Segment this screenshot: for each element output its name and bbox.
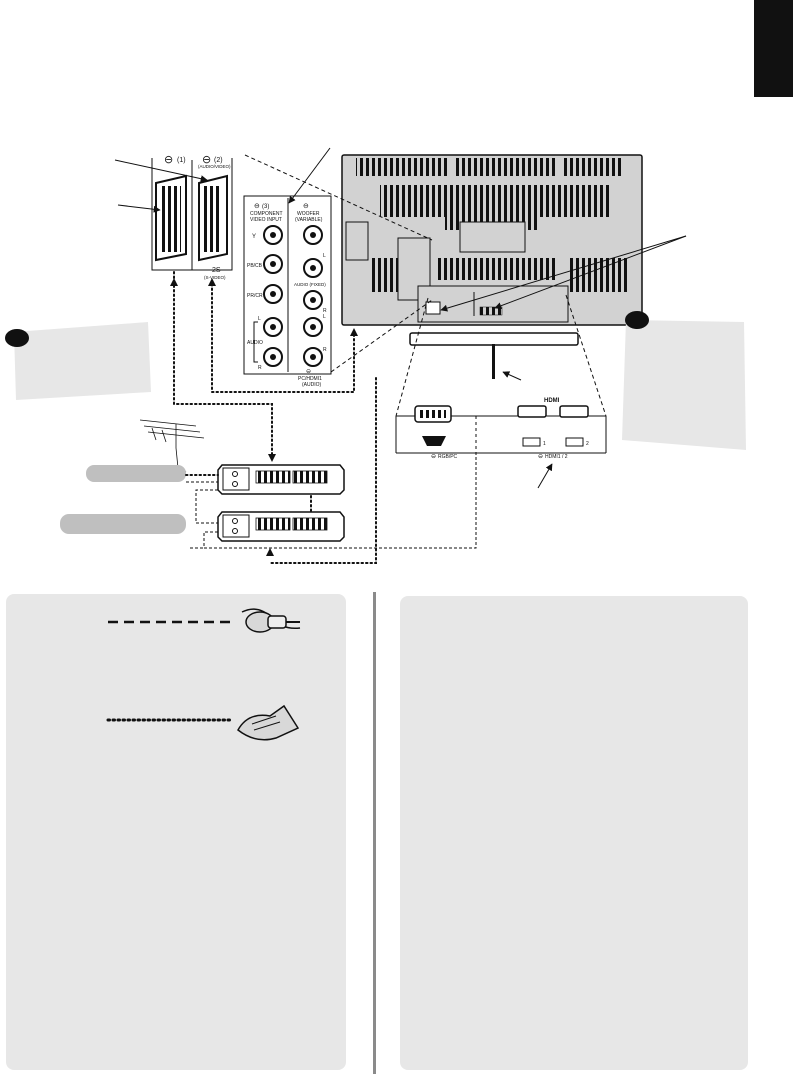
hdmi-port-1-label: 1	[543, 441, 546, 447]
av-input-3-label: (3)	[262, 204, 269, 210]
scart-2s-sub: (S-VIDEO)	[204, 275, 226, 280]
device-2-pill	[60, 514, 186, 534]
scart-2-label: (2)	[214, 157, 223, 164]
audio-l-label: L	[258, 316, 261, 322]
woofer-output-icon: ⊖	[303, 203, 309, 210]
component-label-line1: COMPONENT	[250, 211, 283, 217]
audio-fixed-label: AUDIO (FIXED)	[294, 282, 326, 287]
cable-legend	[106, 608, 301, 741]
right-callout-box	[622, 311, 746, 450]
scart-cables	[173, 271, 377, 564]
hdmi-port-2-label: 2	[586, 441, 589, 447]
info-panel-right	[400, 596, 748, 1070]
pc-hdmi-icon: ⊖	[306, 369, 311, 375]
language-tab	[754, 0, 793, 97]
hdmi-logo: HDMI	[544, 398, 560, 404]
left-callout-box	[5, 322, 151, 400]
rgb-pc-icon: ⊖	[431, 454, 436, 460]
scart-2s-label: 2S	[212, 267, 221, 274]
woofer-label-line1: WOOFER	[297, 211, 320, 217]
rgb-pc-label: RGB/PC	[438, 454, 458, 460]
device-1-pill	[86, 465, 186, 482]
scart-cable-arrows	[170, 278, 358, 556]
pc-l-label: L	[323, 314, 326, 320]
tv-rear-view	[341, 154, 687, 381]
hdmi-port-2	[559, 405, 589, 418]
av-input-panel: ⊖ (3) COMPONENT VIDEO INPUT ⊖ WOOFER (VA…	[243, 147, 332, 388]
cable-info-panel-left	[6, 594, 346, 1070]
component-input-icon: ⊖	[254, 203, 260, 210]
external-device-1	[217, 464, 345, 495]
pc-hdmi-label-line1: PC/HDMI1	[298, 376, 322, 382]
scart-socket-1	[155, 174, 187, 262]
jack-y-label: Y	[252, 234, 256, 240]
hdmi-port-1	[517, 405, 547, 418]
scart-1-label: (1)	[177, 157, 186, 164]
external-device-2	[217, 511, 345, 542]
pc-r-label: R	[323, 347, 327, 353]
scart-connector-panel: ⊖ (1) ⊖ (2) (AUDIO/VIDEO) 2S (S-VIDEO)	[114, 154, 233, 280]
rf-plug-icon	[241, 608, 301, 633]
scart-socket-2	[198, 174, 228, 262]
callout-bullet-left	[5, 329, 29, 347]
component-label-line2: VIDEO INPUT	[250, 217, 282, 223]
hdmi-input-icon: ⊖	[538, 454, 543, 460]
scart-2-sub: (AUDIO/VIDEO)	[198, 164, 231, 169]
fixed-l-label: L	[323, 253, 326, 259]
callout-bullet-right	[625, 311, 649, 329]
audio-r-label: R	[258, 365, 262, 371]
rf-cables	[186, 453, 477, 549]
pc-hdmi-label-line2: (AUDIO)	[302, 382, 322, 388]
jack-pb-label: PB/CB	[247, 263, 263, 269]
scart-input-icon-2: ⊖	[202, 154, 211, 166]
audio-label: AUDIO	[247, 340, 263, 346]
scart-input-icon-1: ⊖	[164, 154, 173, 166]
antenna-icon	[139, 419, 205, 473]
scart-plug-icon	[237, 704, 300, 741]
column-divider	[373, 592, 376, 1074]
rgb-hdmi-panel: ⊖ RGB/PC HDMI 1 2 ⊖ HDMI1 / 2	[395, 398, 607, 489]
fixed-r-label: R	[323, 308, 327, 314]
jack-pr-label: PR/CR	[247, 293, 263, 299]
woofer-label-line2: (VARIABLE)	[295, 217, 323, 223]
zoom-guide-lines	[244, 154, 607, 417]
hdmi-12-label: HDMI1 / 2	[545, 454, 568, 460]
device-label-pills	[60, 465, 186, 534]
